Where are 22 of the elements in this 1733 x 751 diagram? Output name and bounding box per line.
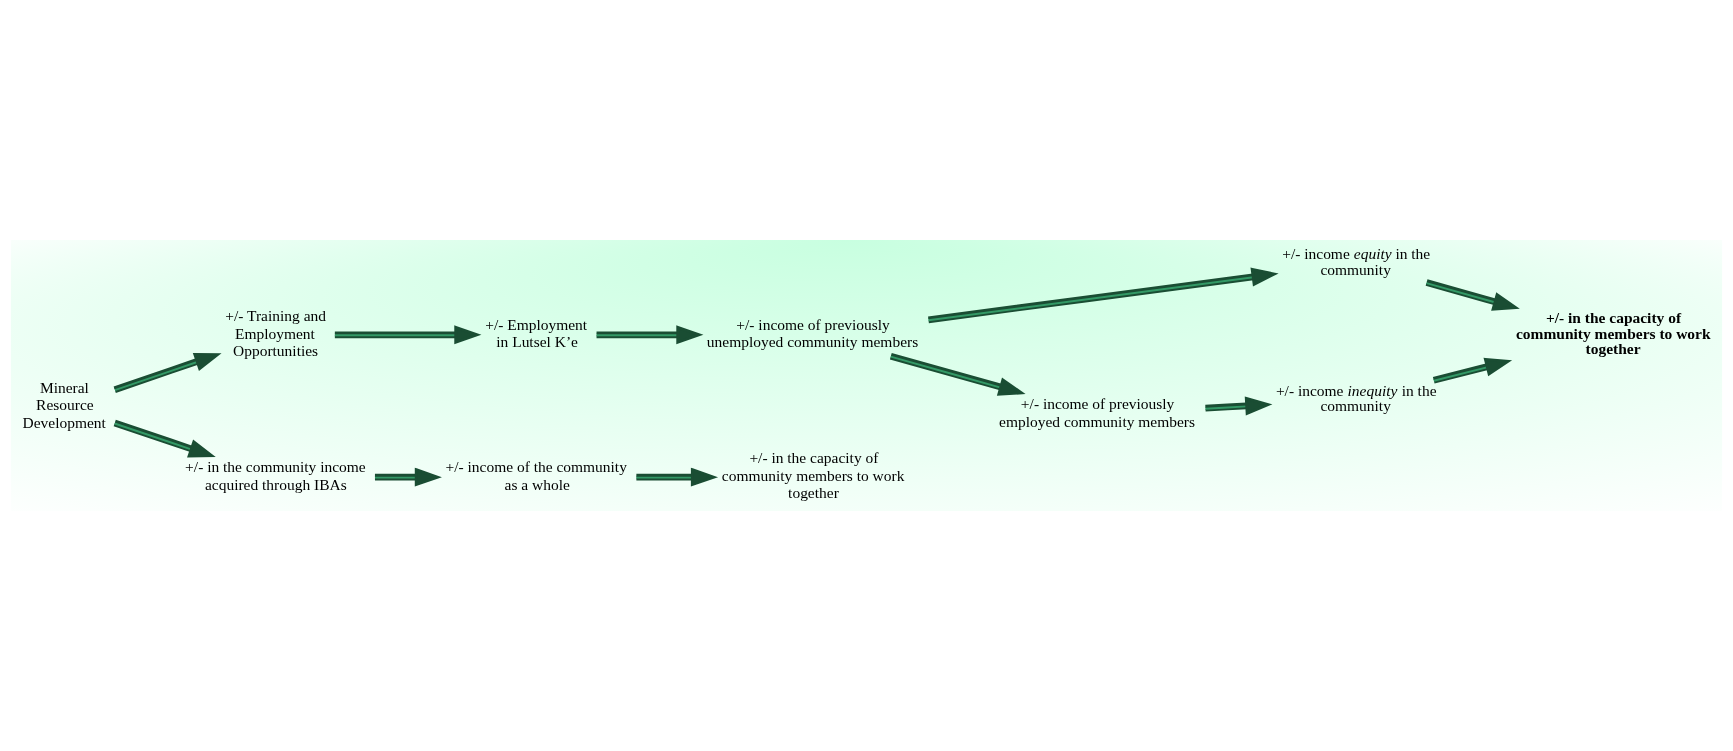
- arrow: [334, 325, 482, 345]
- arrow: [113, 352, 222, 393]
- node-text: +/- income of previously unemployed community members: [706, 315, 919, 351]
- arrow: [596, 325, 704, 345]
- arrow: [1205, 396, 1273, 416]
- arrow: [113, 419, 216, 458]
- node-text: +/- Training and Employment Opportunities: [225, 307, 326, 359]
- node-text: +/- in the capacity of community members to work together: [721, 449, 905, 502]
- node-text: +/- income equity in the community: [1282, 245, 1431, 278]
- arrow: [636, 467, 718, 487]
- arrow: [374, 467, 442, 487]
- arrow: [1432, 357, 1513, 384]
- node-text: +/- in the community income acquired through IBAs: [185, 458, 366, 493]
- node-text: +/- in the capacity of community members to work together: [1515, 309, 1711, 358]
- node-text: +/- income inequity in the community: [1275, 381, 1437, 415]
- node-text: +/- income of previously employed community members: [999, 395, 1195, 430]
- node-text: +/- Employment in Lutsel K’e: [485, 315, 588, 351]
- arrow: [928, 267, 1279, 324]
- node-text: +/- income of the community as a whole: [445, 458, 627, 493]
- arrow: [1425, 279, 1520, 311]
- arrow: [889, 352, 1026, 396]
- node-text: Mineral Resource Development: [22, 378, 106, 431]
